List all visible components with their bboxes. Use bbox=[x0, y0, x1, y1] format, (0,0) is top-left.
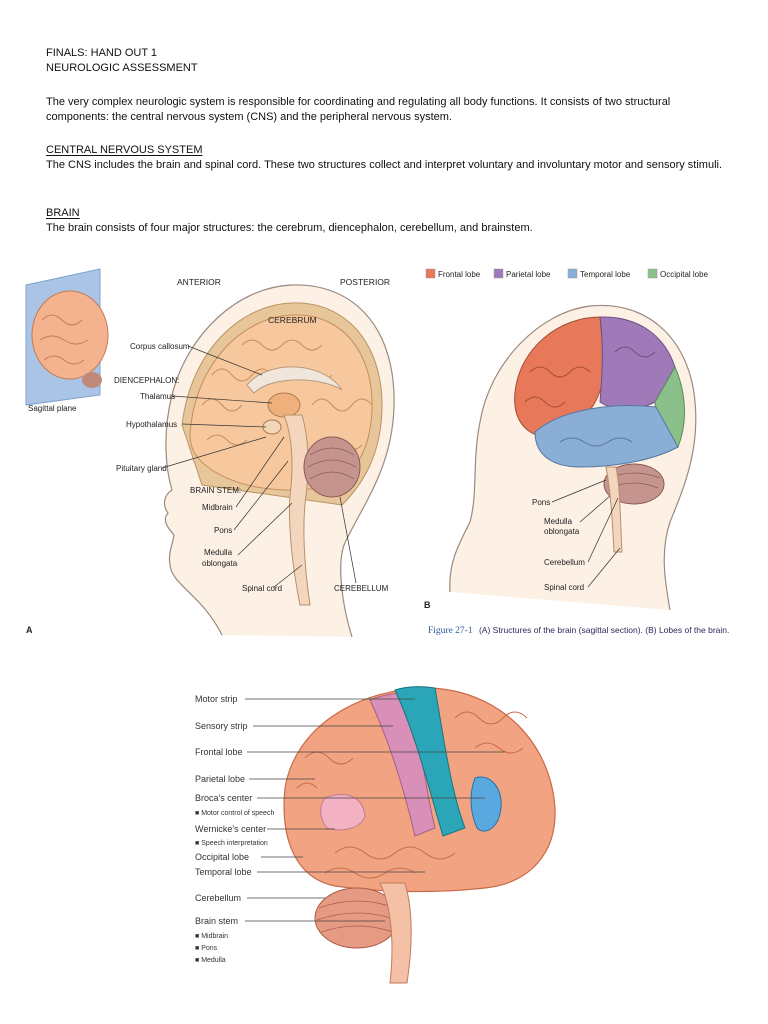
anterior-label: ANTERIOR bbox=[177, 277, 221, 287]
spinal-cord-label-b: Spinal cord bbox=[544, 583, 584, 592]
sub-medulla: ■ Medulla bbox=[195, 957, 226, 964]
figure-caption-text: (A) Structures of the brain (sagittal se… bbox=[478, 625, 730, 635]
temporal-lobe bbox=[534, 405, 679, 468]
label-motor-strip: Motor strip bbox=[195, 694, 238, 704]
diencephalon-label: DIENCEPHALON: bbox=[114, 376, 179, 385]
brainstem-b bbox=[605, 466, 623, 553]
pons-label: Pons bbox=[214, 526, 232, 535]
cerebrum-label: CEREBRUM bbox=[268, 315, 317, 325]
broca-area bbox=[320, 794, 366, 831]
label-brain-stem: Brain stem bbox=[195, 916, 238, 926]
label-cerebellum: Cerebellum bbox=[195, 893, 241, 903]
intro-paragraph: The very complex neurologic system is re… bbox=[46, 96, 671, 123]
panel-a-label: A bbox=[26, 625, 33, 635]
corpus-callosum-a bbox=[246, 366, 343, 394]
spinal-cord-label-a: Spinal cord bbox=[242, 584, 282, 593]
sagittal-plane-label: Sagittal plane bbox=[28, 404, 77, 413]
medulla-label-b1: Medulla bbox=[544, 517, 573, 526]
medulla-label-1: Medulla bbox=[204, 548, 233, 557]
label-parietal-lobe: Parietal lobe bbox=[195, 774, 245, 784]
figure-c-functional-areas: Motor strip Sensory strip Frontal lobe P… bbox=[195, 686, 556, 984]
posterior-label: POSTERIOR bbox=[340, 277, 390, 287]
figure-caption: Figure 27-1 (A) Structures of the brain … bbox=[428, 625, 729, 636]
motor-strip bbox=[394, 686, 466, 837]
legend-parietal: Parietal lobe bbox=[506, 270, 551, 279]
hypothalamus-label: Hypothalamus bbox=[126, 420, 177, 429]
sub-wernicke: ■ Speech interpretation bbox=[195, 840, 268, 847]
brain-paragraph: The brain consists of four major structu… bbox=[46, 222, 533, 234]
doc-title-line2: NEUROLOGIC ASSESSMENT bbox=[46, 62, 198, 74]
doc-title-line1: FINALS: HAND OUT 1 bbox=[46, 47, 158, 59]
cns-heading: CENTRAL NERVOUS SYSTEM bbox=[46, 144, 203, 156]
medulla-label-2: oblongata bbox=[202, 559, 238, 568]
sub-pons: ■ Pons bbox=[195, 945, 218, 952]
midbrain-label: Midbrain bbox=[202, 503, 233, 512]
legend-frontal: Frontal lobe bbox=[438, 270, 481, 279]
label-broca: Broca's center bbox=[195, 793, 252, 803]
panel-b-label: B bbox=[424, 600, 431, 610]
cerebellum-a bbox=[303, 436, 361, 498]
label-sensory-strip: Sensory strip bbox=[195, 721, 248, 731]
thalamus-label: Thalamus bbox=[140, 392, 175, 401]
cerebellum-label-b: Cerebellum bbox=[544, 558, 585, 567]
brainstem-c bbox=[379, 882, 412, 984]
wernicke-area bbox=[470, 776, 502, 832]
label-temporal-lobe: Temporal lobe bbox=[195, 867, 252, 877]
legend-temporal: Temporal lobe bbox=[580, 270, 631, 279]
cerebellum-label-a: CEREBELLUM bbox=[334, 584, 389, 593]
legend-occipital: Occipital lobe bbox=[660, 270, 709, 279]
label-wernicke: Wernicke's center bbox=[195, 824, 266, 834]
pons-label-b: Pons bbox=[532, 498, 550, 507]
thalamus-a bbox=[267, 392, 301, 418]
lobe-legend: Frontal lobe Parietal lobe Temporal lobe… bbox=[425, 268, 709, 279]
brain-stem-label: BRAIN STEM: bbox=[190, 486, 241, 495]
label-occipital-lobe: Occipital lobe bbox=[195, 852, 249, 862]
figure-number: Figure 27-1 bbox=[428, 626, 473, 636]
figure-a-sagittal: Sagittal plane ANTERIOR POSTERIOR CEREBR… bbox=[25, 268, 395, 638]
sub-broca: ■ Motor control of speech bbox=[195, 810, 274, 817]
pituitary-label: Pituitary gland bbox=[116, 464, 167, 473]
sub-midbrain: ■ Midbrain bbox=[195, 933, 228, 940]
medulla-label-b2: oblongata bbox=[544, 527, 580, 536]
corpus-callosum-label: Corpus callosum bbox=[130, 342, 190, 351]
figure-b-lobes: Frontal lobe Parietal lobe Temporal lobe… bbox=[424, 268, 709, 611]
sagittal-plane-inset bbox=[25, 268, 109, 406]
cns-paragraph: The CNS includes the brain and spinal co… bbox=[46, 159, 723, 171]
label-frontal-lobe: Frontal lobe bbox=[195, 747, 243, 757]
brain-heading: BRAIN bbox=[46, 207, 80, 219]
